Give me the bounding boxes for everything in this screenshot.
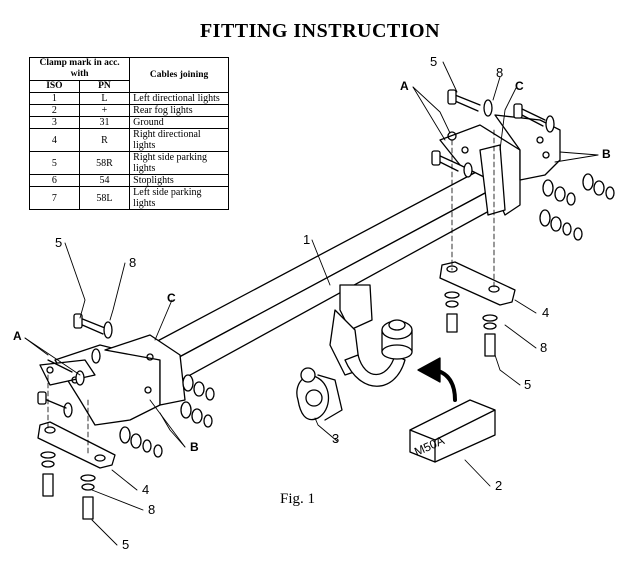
callout-c-left: C bbox=[167, 291, 176, 305]
right-bracket bbox=[439, 114, 561, 216]
callout-8-top: 8 bbox=[496, 65, 503, 80]
callout-1: 1 bbox=[303, 232, 310, 247]
table-header-row: Clamp mark in acc. with Cables joining bbox=[28, 57, 229, 93]
callout-2: 2 bbox=[495, 478, 502, 493]
callout-5-left: 5 bbox=[55, 235, 62, 250]
left-clamp-plate bbox=[37, 421, 116, 469]
cable-table: Clamp mark in acc. with Cables joining I… bbox=[28, 57, 229, 210]
cell-iso: 7 bbox=[29, 186, 80, 210]
callout-8-left: 8 bbox=[129, 255, 136, 270]
figure-caption: Fig. 1 bbox=[280, 491, 316, 507]
electric-socket bbox=[296, 367, 343, 421]
cell-desc: Right directional lights bbox=[129, 128, 229, 152]
page-title: FITTING INSTRUCTION bbox=[199, 20, 441, 42]
nuts-left bbox=[119, 374, 215, 458]
callout-5-top: 5 bbox=[430, 54, 437, 69]
bolts-under-right bbox=[444, 291, 498, 357]
header-clamp: Clamp mark in acc. with bbox=[28, 57, 131, 81]
cell-desc: Left side parking lights bbox=[129, 186, 229, 210]
callout-b-left: B bbox=[190, 440, 199, 454]
cell-pn: 58R bbox=[78, 151, 131, 175]
callout-a-right: A bbox=[400, 79, 409, 93]
bolts-under-left bbox=[40, 451, 96, 520]
mounting-plate bbox=[409, 399, 496, 463]
bolts-left bbox=[37, 313, 113, 418]
callout-b-right: B bbox=[602, 147, 611, 161]
tow-ball bbox=[329, 284, 413, 387]
left-bracket bbox=[39, 334, 186, 426]
callout-c-right: C bbox=[515, 79, 524, 93]
callout-5-bottom: 5 bbox=[122, 537, 129, 552]
nuts-right bbox=[539, 173, 615, 241]
bolts-top-right bbox=[431, 89, 555, 178]
leader-lines bbox=[24, 61, 599, 546]
callout-a-left: A bbox=[13, 329, 22, 343]
callout-8-bottom: 8 bbox=[148, 502, 155, 517]
callout-4-left: 4 bbox=[142, 482, 149, 497]
callout-3: 3 bbox=[332, 431, 339, 446]
callout-8-right: 8 bbox=[540, 340, 547, 355]
callout-4-right: 4 bbox=[542, 305, 549, 320]
table-subheader-row: ISO PN bbox=[29, 80, 229, 93]
cell-iso: 4 bbox=[29, 128, 80, 152]
cell-pn: 58L bbox=[78, 186, 131, 210]
header-cables: Cables joining bbox=[129, 57, 229, 93]
curved-arrow bbox=[417, 357, 457, 402]
center-lines bbox=[47, 129, 495, 456]
callout-5-right: 5 bbox=[524, 377, 531, 392]
